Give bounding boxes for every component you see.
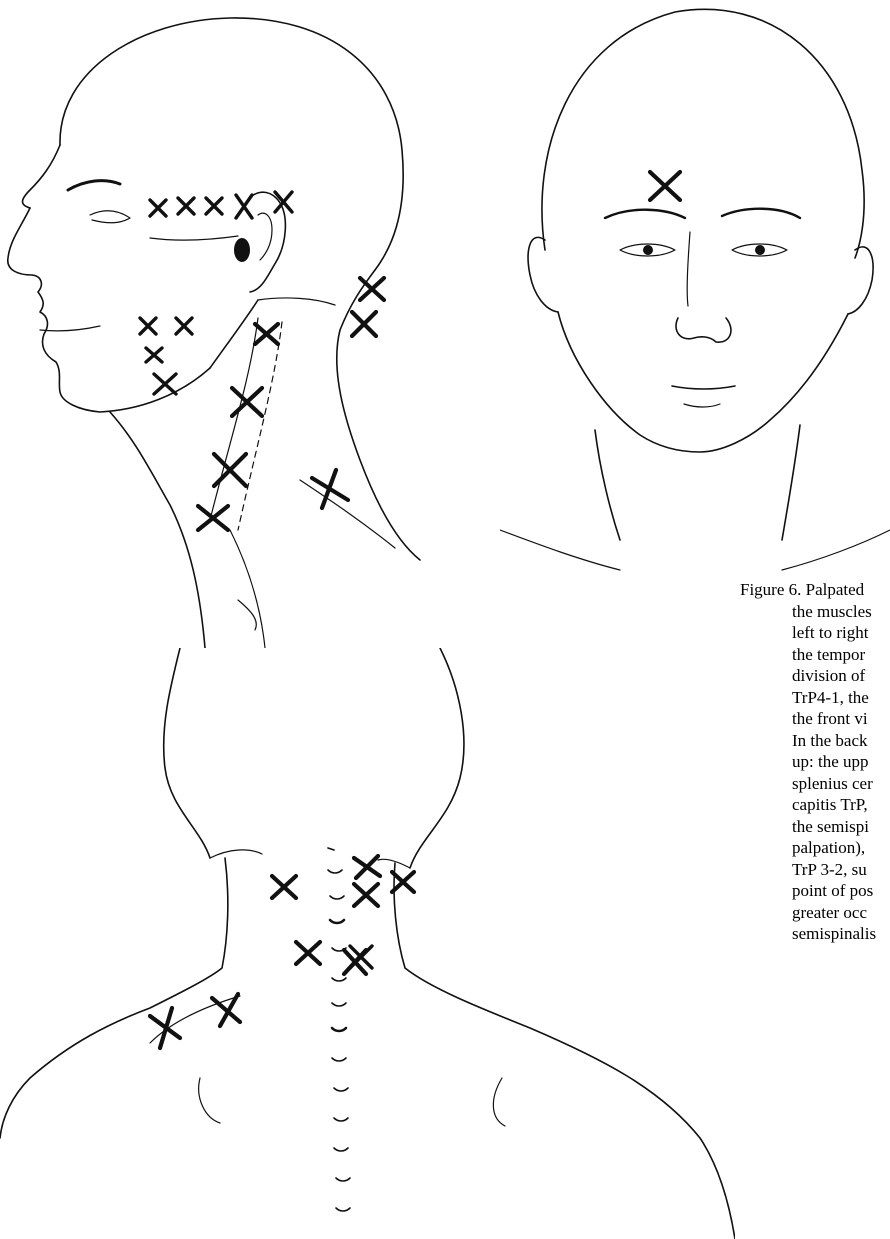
left-pupil [643,245,653,255]
front-view-drawing [500,0,890,578]
right-ear [848,247,873,314]
caption-line: up: the upp [792,751,890,773]
front-view-illustration [500,0,890,578]
collar-line [258,298,335,305]
neck-left-contour [0,858,228,1138]
marker-temporal-1 [150,200,166,216]
marker-semispinalis-right [354,884,378,906]
shoulder-blade-right [493,1078,505,1126]
ear-left [210,850,262,858]
scm-line-back [238,322,282,530]
neck-front [110,412,205,648]
eye [90,211,130,223]
shoulder-blade-left [199,1078,220,1123]
marker-temporal-2 [178,198,194,214]
right-eyebrow [722,209,800,218]
earlobe-mark [234,238,250,262]
caption-line: Figure 6. Palpated [740,579,890,601]
head-outline [60,18,403,270]
caption-line: In the back [792,730,890,752]
side-trigger-points [140,192,384,530]
figure-caption: Figure 6. Palpated the muscles left to r… [740,579,890,945]
left-ear [528,237,558,312]
back-view-drawing [0,648,735,1239]
marker-splenius-cervicis-right-b [350,946,372,968]
marker-masseter-1 [140,318,156,334]
caption-line: left to right [792,622,890,644]
shoulder-right [782,530,890,570]
side-view-illustration [0,0,505,648]
marker-temporal-4 [236,195,252,218]
caption-line: point of pos [792,880,890,902]
marker-occipital-1 [360,278,384,300]
caption-line: the tempor [792,644,890,666]
marker-occipital-2 [352,312,376,336]
eyebrow [68,181,120,190]
trapezius-line [300,480,395,548]
nose-base [676,318,731,342]
marker-upper-trap [392,872,414,892]
marker-trapezius [312,470,348,508]
brow-line [23,145,61,208]
side-view-drawing [0,0,505,648]
marker-scm-2 [214,454,246,486]
caption-line: capitis TrP, [792,794,890,816]
nose-bridge [687,232,690,306]
marker-splenius-capitis [354,856,380,878]
scm-line-front [210,318,258,520]
neck-right-contour [394,863,735,1239]
back-view-illustration [0,648,735,1239]
face-profile [8,208,210,412]
caption-line: greater occ [792,902,890,924]
marker-masseter-2 [176,318,192,334]
head-outline [542,9,864,258]
marker-temporal-3 [206,198,222,214]
cheek-line [150,236,238,240]
caption-line: the muscles [792,601,890,623]
caption-line: TrP4-1, the [792,687,890,709]
marker-masseter-3 [146,348,162,362]
neck-left [595,430,620,540]
caption-line: palpation), [792,837,890,859]
ear-inner [258,213,272,260]
spine-vertebrae [328,848,350,1211]
marker-neck-1 [255,324,278,344]
marker-scm-1 [232,388,262,416]
face-outline [558,312,848,452]
marker-levator-2 [150,1008,180,1048]
shoulder-line [230,530,265,648]
shoulder-left [500,530,620,570]
back-trigger-points [150,856,414,1048]
left-eyebrow [605,210,685,218]
right-pupil [755,245,765,255]
caption-line: the front vi [792,708,890,730]
marker-masseter-4 [154,374,176,394]
caption-line: the semispi [792,816,890,838]
head-outline [164,648,464,868]
lip-lower [684,404,720,407]
caption-line: TrP 3-2, su [792,859,890,881]
caption-line: semispinalis [792,923,890,945]
neck-back [337,270,420,560]
marker-frontalis [650,172,680,200]
clavicle [238,600,256,630]
mouth [672,386,735,389]
caption-line: splenius cer [792,773,890,795]
mouth-line [40,326,100,331]
neck-right [782,425,800,540]
marker-splenius-cervicis-left [296,942,320,964]
marker-levator-1 [212,994,240,1026]
caption-line: division of [792,665,890,687]
marker-semispinalis-left [272,876,296,898]
